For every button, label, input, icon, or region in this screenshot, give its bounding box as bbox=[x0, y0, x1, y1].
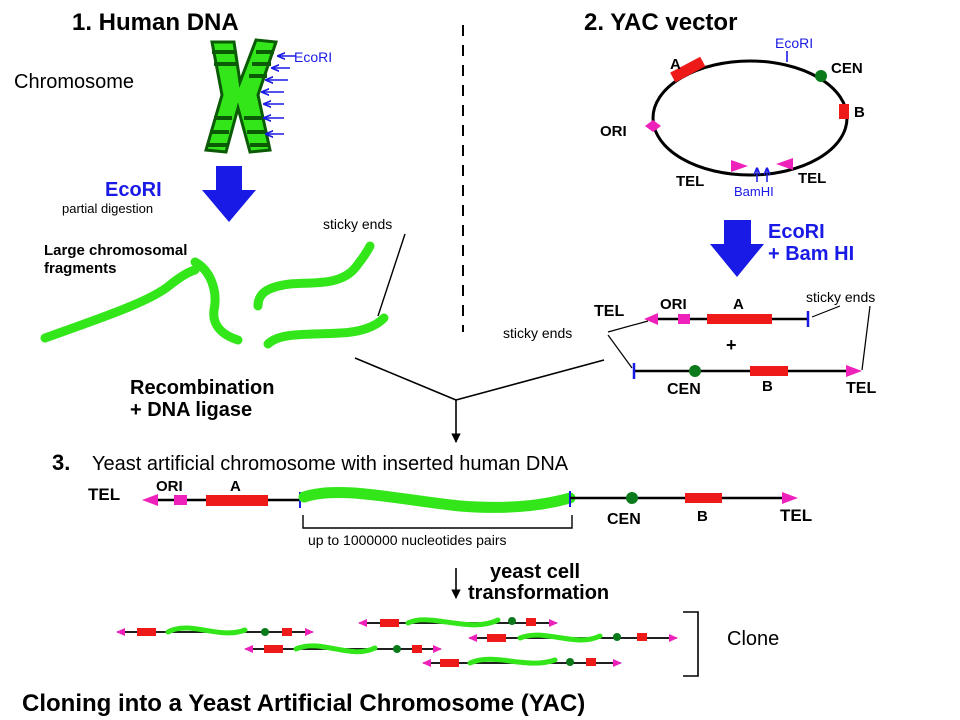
recombinant-yac bbox=[142, 487, 798, 513]
merge-lines bbox=[354, 357, 605, 443]
clone-1 bbox=[116, 625, 314, 636]
arm1-tel-label: TEL bbox=[594, 303, 624, 320]
fragment-1 bbox=[40, 265, 200, 343]
vector-b-label: B bbox=[854, 104, 865, 121]
arm2-b-label: B bbox=[762, 378, 773, 395]
clone-3 bbox=[358, 617, 558, 628]
vector-cen-label: CEN bbox=[831, 60, 863, 77]
vector-a-label: A bbox=[670, 56, 681, 73]
clone-bracket bbox=[683, 611, 699, 677]
insert-size-label: up to 1000000 nucleotides pairs bbox=[308, 532, 506, 548]
vector-bamhi-label: BamHI bbox=[734, 184, 774, 199]
insert-bracket bbox=[302, 515, 573, 529]
arm1-a-label: A bbox=[733, 296, 744, 313]
chromosome-label: Chromosome bbox=[14, 71, 134, 93]
tel-right-marker bbox=[776, 158, 793, 170]
clone-2 bbox=[244, 643, 442, 655]
vector-arm-1 bbox=[644, 311, 810, 327]
clone-5 bbox=[422, 656, 622, 667]
partial-digestion-label: partial digestion bbox=[62, 201, 153, 216]
marker-b bbox=[839, 104, 849, 119]
section1-heading: 1. Human DNA bbox=[72, 9, 239, 36]
clone-4 bbox=[468, 632, 678, 643]
section3-heading: Yeast artificial chromosome with inserte… bbox=[92, 453, 569, 475]
ori-marker bbox=[645, 120, 661, 132]
yac-b-label: B bbox=[697, 508, 708, 525]
digestion-arrow-icon bbox=[202, 166, 256, 222]
transform-line2: transformation bbox=[468, 582, 609, 604]
transform-line1: yeast cell bbox=[490, 561, 580, 583]
clone-label: Clone bbox=[727, 628, 779, 650]
footer-title: Cloning into a Yeast Artificial Chromoso… bbox=[22, 690, 585, 717]
merge-line2: + DNA ligase bbox=[130, 399, 252, 421]
ecori-site-arrows bbox=[262, 56, 296, 134]
sticky-ends-label-fragments: sticky ends bbox=[323, 216, 392, 232]
sticky-ends-pointer bbox=[377, 233, 406, 317]
arm-sticky-ends-right-label: sticky ends bbox=[806, 289, 875, 305]
vector-digestion-arrow-icon bbox=[710, 220, 764, 277]
arm2-tel-label: TEL bbox=[846, 380, 876, 397]
marker-a bbox=[670, 56, 706, 83]
vector-ecori-label: EcoRI bbox=[775, 35, 813, 51]
yac-cen-label: CEN bbox=[607, 511, 641, 528]
vector-digest-line2: + Bam HI bbox=[768, 243, 854, 265]
yac-tel-right-label: TEL bbox=[780, 506, 812, 525]
section3-heading-number: 3. bbox=[52, 450, 70, 475]
arm1-ori-label: ORI bbox=[660, 296, 687, 313]
arm2-sticky-pointer bbox=[861, 305, 871, 371]
vector-tel-left-label: TEL bbox=[676, 173, 704, 190]
fragments-label-line2: fragments bbox=[44, 260, 117, 277]
arms-plus: + bbox=[726, 335, 737, 355]
section2-heading: 2. YAC vector bbox=[584, 9, 737, 36]
ecori-site-label: EcoRI bbox=[294, 49, 332, 65]
vector-digest-line1: EcoRI bbox=[768, 221, 825, 243]
tel-left-marker bbox=[731, 160, 748, 172]
arm2-left-sticky-pointer bbox=[607, 334, 633, 369]
section1-digest-enzyme: EcoRI bbox=[105, 179, 162, 201]
chromosome-icon bbox=[204, 38, 279, 154]
vector-tel-right-label: TEL bbox=[798, 170, 826, 187]
vector-ori-label: ORI bbox=[600, 123, 627, 140]
arm2-cen-label: CEN bbox=[667, 381, 701, 398]
arm1-left-sticky-pointer bbox=[607, 320, 649, 333]
fragment-3 bbox=[253, 241, 375, 311]
yac-ori-label: ORI bbox=[156, 478, 183, 495]
yac-tel-left-label: TEL bbox=[88, 485, 120, 504]
merge-line1: Recombination bbox=[130, 377, 274, 399]
centromere-dot bbox=[815, 70, 827, 82]
yac-circular-vector bbox=[645, 56, 849, 177]
chromosomal-fragments bbox=[40, 241, 389, 349]
arm1-sticky-pointer bbox=[811, 305, 841, 318]
arm-sticky-ends-left-label: sticky ends bbox=[503, 325, 572, 341]
clone-group bbox=[116, 617, 678, 667]
fragments-label-line1: Large chromosomal bbox=[44, 242, 187, 259]
fragment-4 bbox=[263, 313, 389, 349]
fragment-2 bbox=[190, 257, 243, 345]
yac-a-label: A bbox=[230, 478, 241, 495]
vector-arm-2 bbox=[632, 363, 862, 379]
